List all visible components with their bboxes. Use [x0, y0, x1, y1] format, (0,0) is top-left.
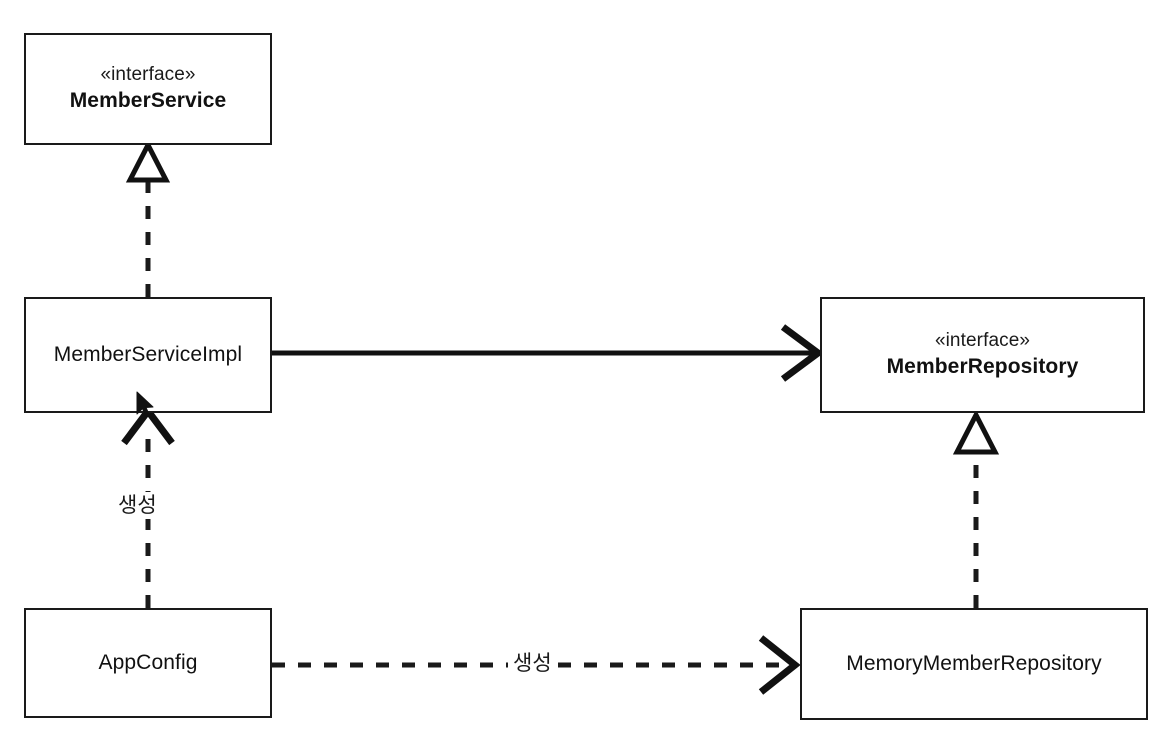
class-name-member-service: MemberService	[69, 89, 227, 113]
open-arrowhead-repository	[780, 324, 824, 382]
class-box-app-config[interactable]: AppConfig	[24, 608, 272, 718]
open-vee-arrowhead-impl	[121, 405, 175, 446]
edge-label-create-vertical: 생성	[113, 492, 162, 520]
hollow-triangle-arrowhead-service	[125, 139, 171, 183]
class-box-member-repository[interactable]: «interface» MemberRepository	[820, 297, 1145, 413]
open-vee-arrowhead-memory	[758, 635, 801, 695]
class-name-app-config: AppConfig	[98, 651, 198, 675]
class-box-member-service-impl[interactable]: MemberServiceImpl	[24, 297, 272, 413]
class-name-member-service-impl: MemberServiceImpl	[53, 343, 243, 367]
class-box-memory-member-repository[interactable]: MemoryMemberRepository	[800, 608, 1148, 720]
edge-impl-uses-repository	[272, 324, 824, 382]
edge-memory-realizes-repository	[952, 409, 1000, 608]
class-name-memory-member-repository: MemoryMemberRepository	[846, 652, 1102, 676]
stereotype-member-repository: «interface»	[934, 330, 1031, 352]
hollow-triangle-arrowhead-memory	[952, 409, 1000, 455]
edge-impl-realizes-service	[125, 139, 171, 297]
edge-label-create-horizontal: 생성	[508, 650, 557, 678]
class-name-member-repository: MemberRepository	[886, 355, 1079, 379]
class-box-member-service[interactable]: «interface» MemberService	[24, 33, 272, 145]
stereotype-member-service: «interface»	[100, 64, 196, 86]
